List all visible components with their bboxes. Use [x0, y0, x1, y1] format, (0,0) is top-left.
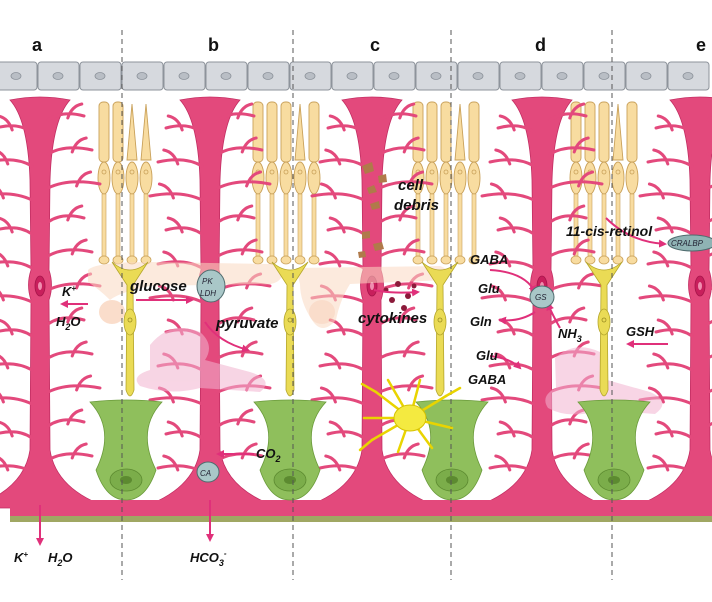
arrow-gln-release: [498, 311, 536, 325]
pigment-epithelium: [0, 61, 710, 91]
label-pyruvate: pyruvate: [215, 315, 279, 332]
label-gln: Gln: [470, 314, 492, 329]
horizontal-cell-nucleus-c: [309, 300, 335, 324]
photoreceptor: [125, 103, 139, 265]
ganglion-cell: [415, 399, 489, 501]
photoreceptor: [293, 103, 307, 265]
label-gaba-top: GABA: [470, 252, 508, 267]
enzyme-ca-label: CA: [200, 469, 211, 478]
horizontal-cell-nucleus-a: [99, 300, 125, 324]
enzyme-gs: GS: [529, 285, 555, 309]
photoreceptor: [611, 103, 625, 265]
label-h2o-bottom: H2O: [48, 550, 73, 568]
epithelial-nucleus: [682, 72, 694, 80]
arrow-cytokines: [373, 288, 420, 297]
epithelial-nucleus: [556, 72, 568, 80]
label-hco3: HCO3-: [190, 549, 227, 568]
label-glucose: glucose: [129, 278, 187, 295]
muller-cell: [301, 96, 443, 509]
muller-cell: [629, 96, 712, 509]
panel-letter-b: b: [208, 35, 219, 55]
epithelial-nucleus: [220, 72, 232, 80]
epithelial-nucleus: [52, 72, 64, 80]
amacrine-cell-b: [136, 328, 266, 392]
bipolar-cell-layer: [111, 261, 623, 397]
arrow-retinol: [605, 217, 667, 248]
inner-limiting-band: [10, 516, 712, 522]
label-gaba-bottom: GABA: [468, 372, 506, 387]
label-h2o-top: H2O: [56, 314, 81, 332]
photoreceptor: [97, 101, 111, 265]
panel-letter-d: d: [535, 35, 546, 55]
enzyme-pk-label: PK: [202, 277, 213, 286]
label-debris: debris: [394, 197, 439, 214]
bipolar-cell: [111, 261, 149, 397]
label-cell: cell: [398, 177, 424, 194]
muller-cell: [0, 96, 111, 509]
label-cytokines: cytokines: [358, 310, 427, 327]
enzyme-gs-label: GS: [535, 293, 547, 302]
photoreceptor: [265, 101, 279, 265]
label-co2: CO2: [256, 446, 281, 464]
epithelial-nucleus: [304, 72, 316, 80]
protein-cralbp: CRALBP: [667, 234, 712, 252]
bipolar-cell: [421, 261, 459, 397]
ganglion-cell-layer: [89, 399, 651, 501]
photoreceptor: [467, 101, 481, 265]
epithelial-nucleus: [388, 72, 400, 80]
epithelial-nucleus: [472, 72, 484, 80]
photoreceptor: [279, 101, 293, 265]
arrow-pyruvate: [204, 321, 250, 353]
epithelial-nucleus: [94, 72, 106, 80]
photoreceptor: [307, 101, 321, 265]
label-glu-top: Glu: [478, 281, 500, 296]
label-glu-bottom: Glu: [476, 348, 498, 363]
cell-debris-fragments: [358, 162, 387, 258]
panel-letters: a b c d e: [32, 35, 706, 55]
epithelial-nucleus: [514, 72, 526, 80]
enzyme-ca: CA: [196, 461, 220, 483]
epithelial-nucleus: [346, 72, 358, 80]
arrow-glu-uptake: [489, 355, 522, 370]
panel-letter-a: a: [32, 35, 43, 55]
epithelial-nucleus: [640, 72, 652, 80]
panel-letter-e: e: [696, 35, 706, 55]
photoreceptor: [139, 103, 153, 265]
panel-separators: [121, 30, 613, 580]
epithelial-nucleus: [136, 72, 148, 80]
epithelial-nucleus: [430, 72, 442, 80]
microglia-cell: [358, 378, 462, 454]
bipolar-cell: [585, 261, 623, 397]
microglia-body: [393, 404, 427, 432]
text-labels: K+ H2O glucose pyruvate CO2 HCO3- K+ H2O…: [14, 177, 655, 568]
photoreceptor: [425, 101, 439, 265]
label-k-top: K+: [62, 284, 76, 299]
epithelial-nucleus: [10, 72, 22, 80]
arrow-gaba-uptake: [489, 269, 536, 294]
photoreceptor: [453, 103, 467, 265]
epithelial-nucleus: [178, 72, 190, 80]
photoreceptor: [583, 101, 597, 265]
photoreceptor: [439, 101, 453, 265]
photoreceptor: [625, 101, 639, 265]
transport-arrows: [36, 217, 668, 546]
label-k-bottom: K+: [14, 550, 28, 565]
epithelial-nucleus: [262, 72, 274, 80]
panel-letter-c: c: [370, 35, 380, 55]
enzyme-pk-ldh: PK LDH: [196, 269, 226, 303]
label-11-cis-retinol: 11-cis-retinol: [566, 223, 653, 239]
ganglion-cell: [89, 399, 163, 501]
label-nh3: NH3: [558, 326, 582, 344]
protein-cralbp-label: CRALBP: [671, 239, 704, 248]
photoreceptor: [597, 101, 611, 265]
ganglion-cell: [253, 399, 327, 501]
enzyme-ldh-label: LDH: [200, 289, 216, 298]
photoreceptor-layer: [97, 101, 639, 265]
epithelial-nucleus: [598, 72, 610, 80]
label-gsh: GSH: [626, 324, 655, 339]
ganglion-cell: [577, 399, 651, 501]
